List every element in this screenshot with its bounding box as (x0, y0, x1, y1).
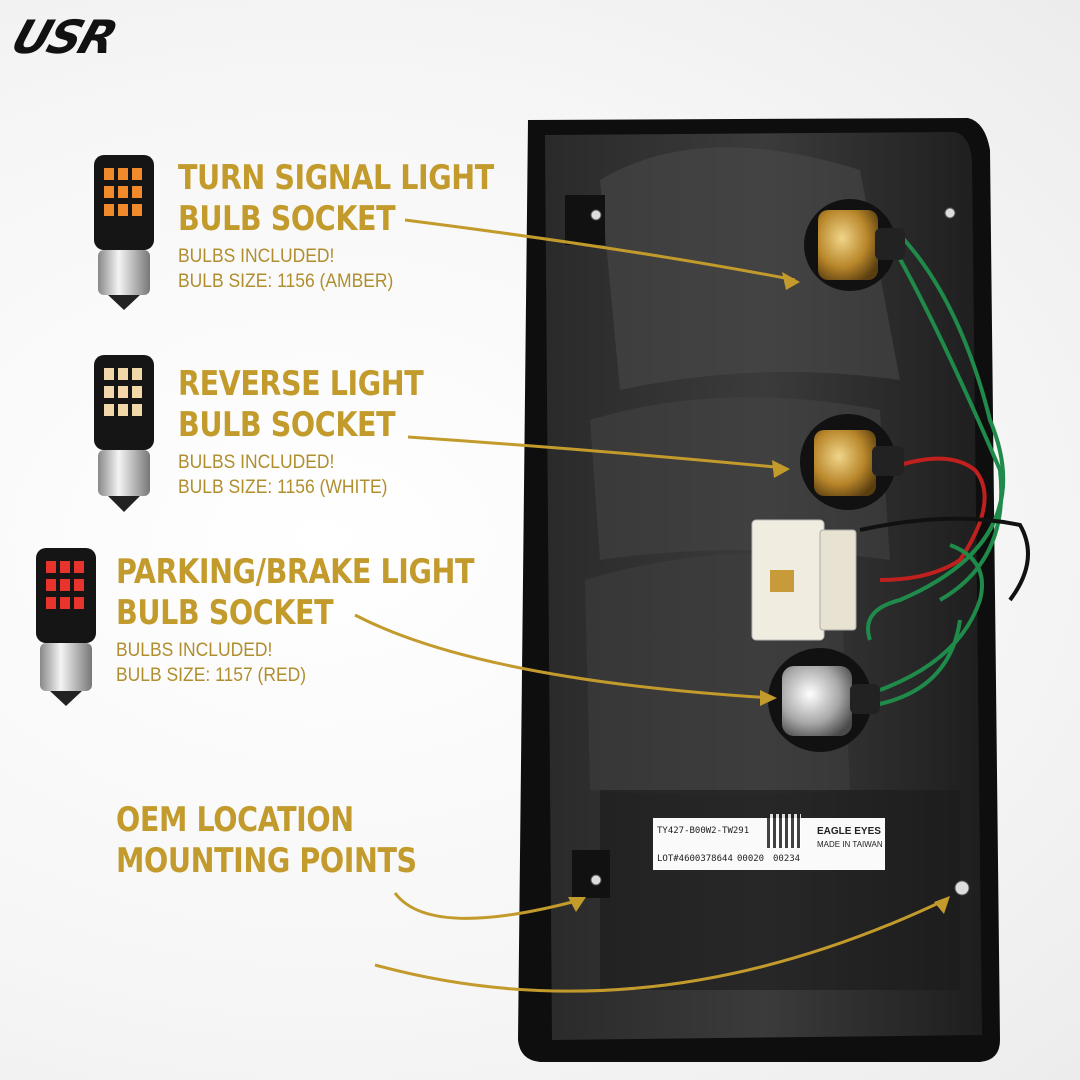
callout-turn-signal: TURN SIGNAL LIGHT BULB SOCKET BULBS INCL… (178, 158, 554, 294)
connector-block (751, 519, 857, 641)
callout-title: PARKING/BRAKE LIGHT (116, 552, 475, 592)
callout-brake: PARKING/BRAKE LIGHT BULB SOCKET BULBS IN… (116, 552, 542, 688)
callout-note: BULBS INCLUDED! (178, 246, 335, 267)
turn-signal-socket (804, 199, 905, 291)
brake-socket (768, 648, 880, 752)
callout-title: BULB SOCKET (178, 405, 396, 445)
red-led-bulb (36, 548, 96, 706)
arrow-reverse (407, 435, 786, 470)
callout-title: TURN SIGNAL LIGHT (178, 158, 494, 198)
wiring-harness (859, 233, 1030, 707)
label-code: 00234 (773, 854, 801, 864)
lot-number: LOT#4600378644 (657, 854, 733, 864)
callout-note: BULB SIZE: 1156 (AMBER) (178, 271, 394, 292)
arrow-mount-right (374, 898, 946, 993)
white-led-bulb (94, 355, 154, 512)
callout-arrows (354, 218, 946, 993)
label-code: 00020 (737, 854, 765, 864)
callout-note: BULB SIZE: 1157 (RED) (116, 665, 307, 686)
callout-mounting-points: OEM LOCATION MOUNTING POINTS (116, 800, 474, 882)
callout-note: BULBS INCLUDED! (178, 452, 335, 473)
arrow-mount-left (393, 892, 581, 920)
product-label: TY427-B00W2-TW291 LOT#4600378644 00020 0… (653, 814, 885, 870)
callout-title: OEM LOCATION (116, 800, 354, 840)
callout-note: BULBS INCLUDED! (116, 640, 273, 661)
taillight-housing (518, 118, 1000, 1062)
callout-title: BULB SOCKET (116, 593, 334, 633)
qr-code-icon (767, 814, 801, 848)
amber-led-bulb (94, 155, 154, 310)
arrow-brake (354, 613, 773, 700)
callout-title: MOUNTING POINTS (116, 841, 417, 881)
label-brand: EAGLE EYES (817, 826, 881, 837)
part-number: TY427-B00W2-TW291 (657, 826, 750, 836)
reverse-socket (800, 414, 904, 510)
callout-title: REVERSE LIGHT (178, 364, 424, 404)
arrowheads (568, 272, 950, 914)
label-origin: MADE IN TAIWAN (817, 840, 883, 849)
callout-title: BULB SOCKET (178, 199, 396, 239)
callout-note: BULB SIZE: 1156 (WHITE) (178, 477, 388, 498)
screw-icons (590, 207, 970, 896)
arrow-turn-signal (404, 218, 796, 282)
callout-reverse: REVERSE LIGHT BULB SOCKET BULBS INCLUDED… (178, 364, 470, 500)
